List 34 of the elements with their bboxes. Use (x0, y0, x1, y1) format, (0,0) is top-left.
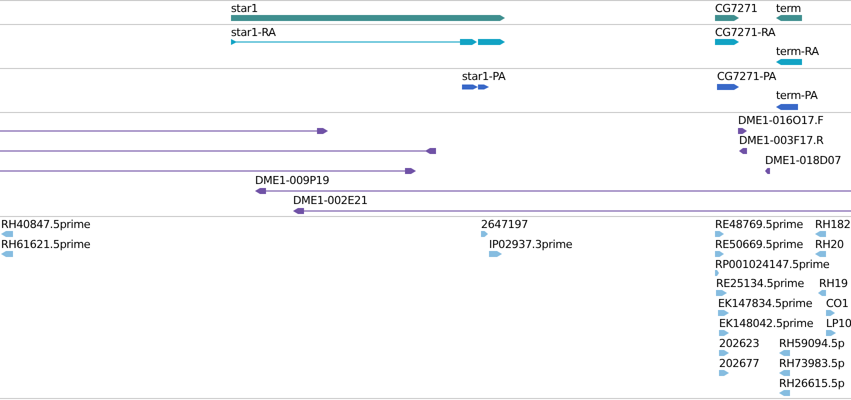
feature-label: RE48769.5prime (715, 218, 803, 232)
feature-label: CO1 (826, 297, 848, 311)
feature-label: CG7271 (715, 2, 758, 16)
feature-label: RH182 (815, 218, 850, 232)
feature-label: 202623 (719, 337, 760, 351)
feature-label: DME1-003F17.R (739, 134, 824, 148)
feature-label: DME1-009P19 (255, 174, 330, 188)
feature-label: EK148042.5prime (719, 317, 814, 331)
feature-label: 2647197 (481, 218, 528, 232)
feature-label: RH40847.5prime (1, 218, 90, 232)
feature-label: EK147834.5prime (718, 297, 812, 311)
feature-label: term-RA (776, 45, 819, 59)
feature-label: term (776, 2, 801, 16)
feature-label: IP02937.3prime (489, 238, 572, 252)
feature-label: RH61621.5prime (1, 238, 90, 252)
feature-label: DME1-018D07 (765, 154, 842, 168)
feature-label: 202677 (719, 357, 760, 371)
feature-label: DME1-016O17.F (738, 114, 824, 128)
feature-label: term-PA (776, 89, 818, 103)
feature-label: RH20 (815, 238, 844, 252)
feature-label: DME1-002E21 (293, 194, 368, 208)
feature-label: star1-RA (231, 26, 276, 40)
feature-label: RE50669.5prime (715, 238, 803, 252)
feature-label: RH26615.5p (779, 377, 844, 391)
feature-label: RH73983.5p (779, 357, 844, 371)
feature-label: CG7271-RA (715, 26, 776, 40)
feature-label: LP10 (826, 317, 851, 331)
feature-label: star1-PA (462, 70, 506, 84)
feature-label: RE25134.5prime (716, 277, 804, 291)
feature-label: RH59094.5p (779, 337, 844, 351)
feature-label: RP001024147.5prime (715, 258, 830, 272)
feature-label: RH19 (819, 277, 848, 291)
feature-label: CG7271-PA (717, 70, 776, 84)
feature-label: star1 (231, 2, 258, 16)
